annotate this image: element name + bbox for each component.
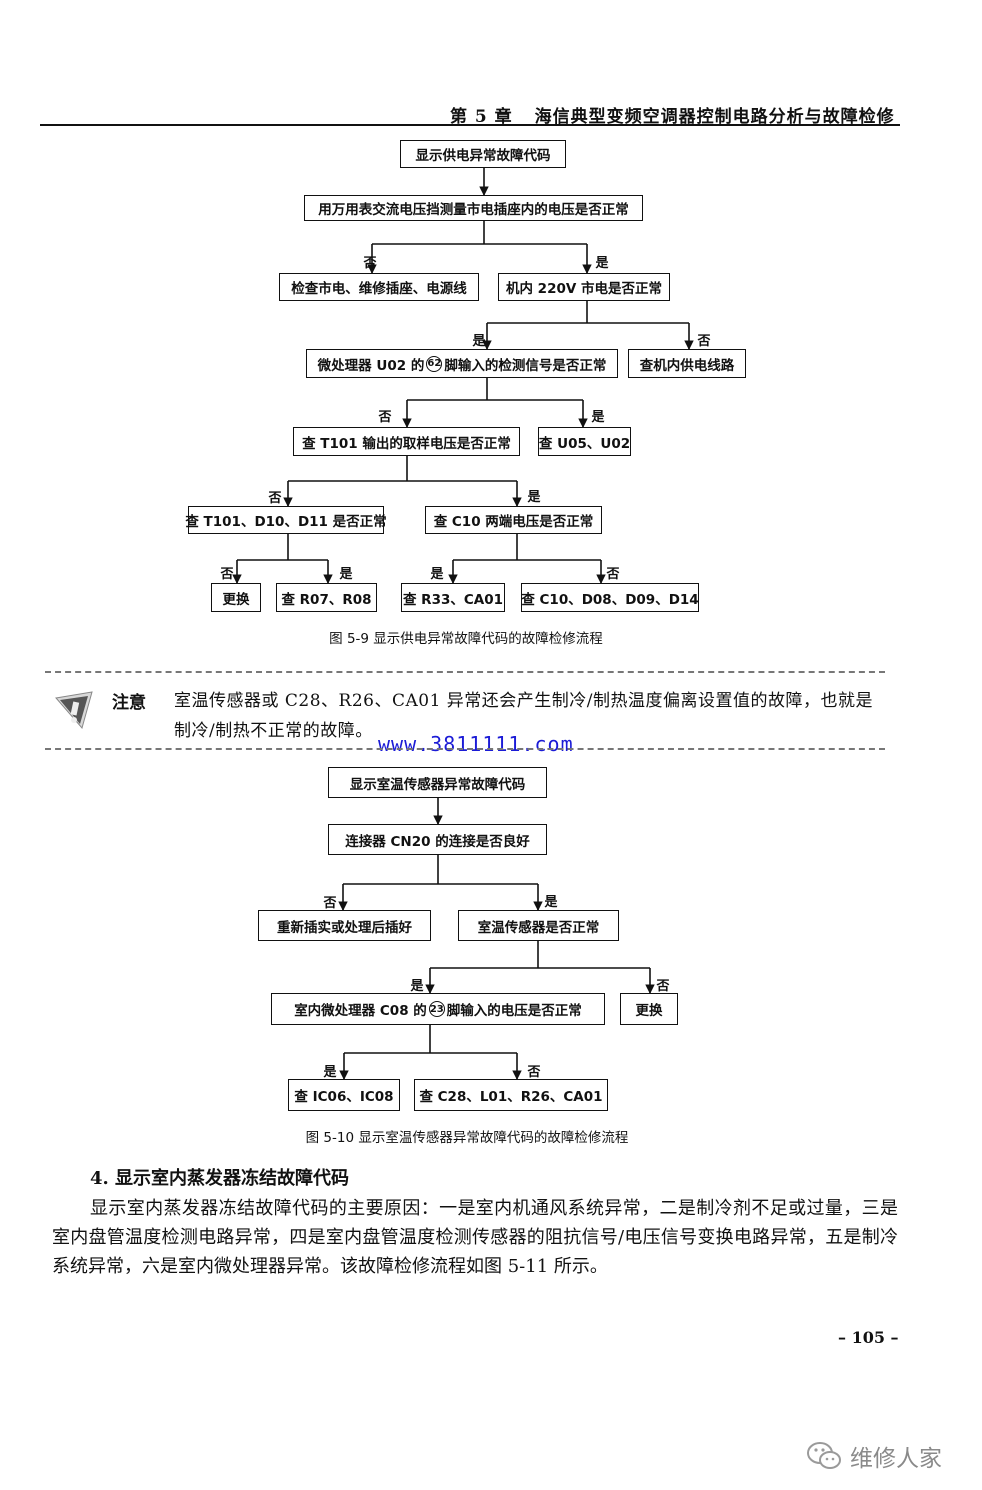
figure-caption-5-10: 图 5-10 显示室温传感器异常故障代码的故障检修流程	[305, 1130, 629, 1146]
flow2-r1-box: 查 IC06、IC08	[288, 1079, 400, 1111]
flow1-start-box: 显示供电异常故障代码	[400, 140, 566, 168]
section-title: 4. 显示室内蒸发器冻结故障代码	[90, 1168, 350, 1189]
flow1-q4-box: 查 T101 输出的取样电压是否正常	[293, 427, 520, 456]
flow1-label-yes5: 是	[339, 567, 353, 582]
flow1-label-yes3: 是	[591, 410, 605, 425]
page-number: – 105 –	[838, 1328, 899, 1347]
figure-caption-5-9: 图 5-9 显示供电异常故障代码的故障检修流程	[329, 631, 603, 647]
chapter-title: 海信典型变频空调器控制电路分析与故障检修	[534, 107, 895, 127]
flow1-label-yes2: 是	[472, 334, 486, 349]
note-title: 注意	[112, 693, 146, 713]
flow1-label-yes4: 是	[527, 490, 541, 505]
pin-number-circle: 23	[428, 1001, 445, 1017]
flow1-r4-box: 查 C10、D08、D09、D14	[521, 583, 699, 612]
flow1-q5-box: 查 T101、D10、D11 是否正常	[185, 506, 387, 534]
flow1-q3-post: 脚输入的检测信号是否正常	[444, 357, 607, 374]
flow2-label-no2: 否	[656, 979, 670, 994]
flow2-label-yes1: 是	[544, 895, 558, 910]
flow1-label-no4: 否	[268, 491, 282, 506]
flow2-label-yes2: 是	[410, 979, 424, 994]
flow2-q3-post: 脚输入的电压是否正常	[446, 1003, 582, 1019]
flow2-no2-box: 更换	[620, 993, 678, 1025]
note-text: 室温传感器或 C28、R26、CA01 异常还会产生制冷/制热温度偏离设置值的故…	[174, 691, 874, 741]
flow1-yes4-box: 查 U05、U02	[538, 427, 631, 456]
wechat-icon	[807, 1442, 841, 1469]
flow1-label-no5: 否	[220, 567, 234, 582]
flow1-q6-box: 查 C10 两端电压是否正常	[425, 506, 602, 534]
watermark-url: www.3811111.com	[378, 732, 574, 756]
flow1-r2-box: 查 R07、R08	[276, 583, 377, 612]
section-paragraph: 显示室内蒸发器冻结故障代码的主要原因：一是室内机通风系统异常，二是制冷剂不足或过…	[52, 1198, 898, 1277]
flow1-q3-pre: 微处理器 U02 的	[317, 357, 425, 374]
flow1-no1-box: 检查市电、维修插座、电源线	[279, 273, 479, 301]
note-top-divider	[45, 671, 885, 673]
flow1-label-no1: 否	[363, 256, 377, 271]
warning-icon	[55, 691, 93, 730]
flow1-label-no3: 否	[378, 410, 392, 425]
flow2-q2-box: 室温传感器是否正常	[458, 910, 619, 941]
flow1-no2-box: 查机内供电线路	[628, 349, 746, 378]
flow1-q1-box: 用万用表交流电压挡测量市电插座内的电压是否正常	[304, 195, 643, 221]
flow1-r3-box: 查 R33、CA01	[401, 583, 505, 612]
flow1-label-no6: 否	[606, 567, 620, 582]
flow2-label-no1: 否	[323, 896, 337, 911]
pin-number-circle: 62	[426, 355, 443, 372]
flow2-label-yes3: 是	[323, 1065, 337, 1080]
brand-name: 维修人家	[850, 1446, 942, 1472]
flow1-label-yes1: 是	[595, 256, 609, 271]
flow1-label-yes6: 是	[430, 567, 444, 582]
flow1-q2-box: 机内 220V 市电是否正常	[498, 273, 670, 301]
flow2-q1-box: 连接器 CN20 的连接是否良好	[328, 824, 547, 855]
flow2-r2-box: 查 C28、L01、R26、CA01	[414, 1079, 608, 1111]
flow2-label-no3: 否	[527, 1065, 541, 1080]
chapter-number: 第 5 章	[450, 107, 513, 127]
flow2-no1-box: 重新插实或处理后插好	[258, 910, 431, 941]
note-bottom-divider	[45, 748, 885, 750]
running-header: 第 5 章 海信典型变频空调器控制电路分析与故障检修	[450, 102, 895, 127]
flow2-start-box: 显示室温传感器异常故障代码	[328, 767, 547, 798]
header-rule	[40, 124, 900, 126]
brand-watermark: 维修人家	[806, 1438, 976, 1474]
flow1-label-no2: 否	[697, 334, 711, 349]
flow1-r1-box: 更换	[211, 583, 261, 612]
flow2-q3-pre: 室内微处理器 C08 的	[294, 1003, 427, 1019]
